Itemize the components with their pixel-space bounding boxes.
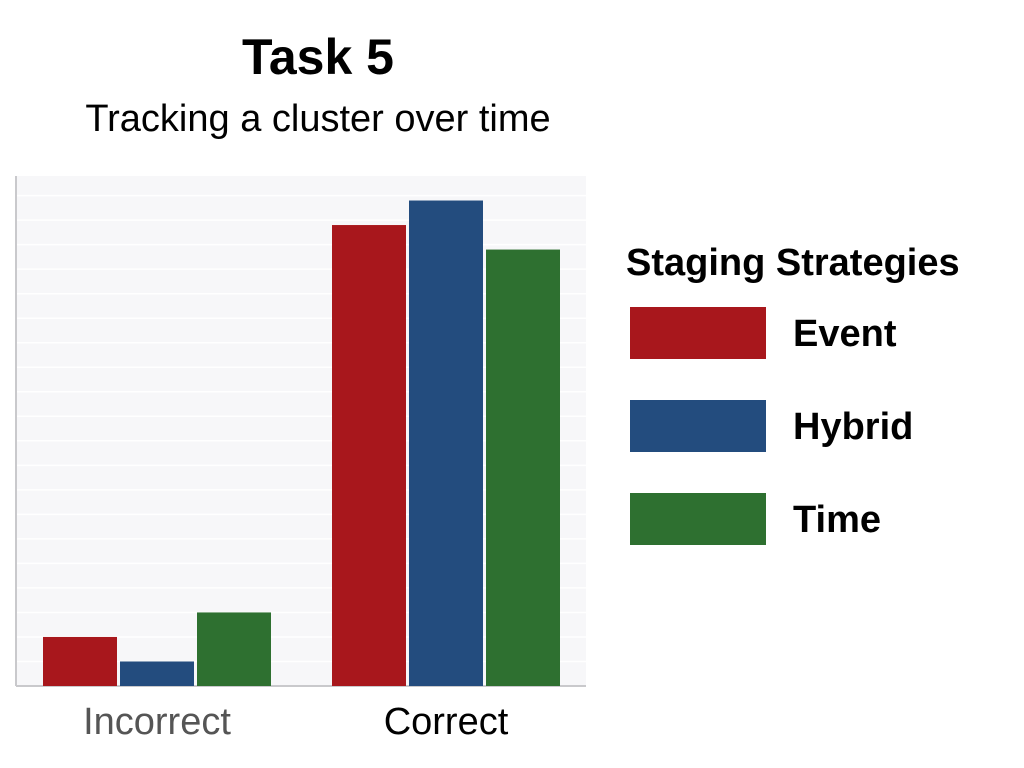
x-tick-label-incorrect: Incorrect — [83, 701, 231, 743]
legend-swatch-event — [630, 307, 766, 359]
chart-title: Task 5 — [242, 29, 394, 85]
bar-time-incorrect — [197, 612, 271, 686]
bar-time-correct — [486, 249, 560, 687]
bar-event-incorrect — [43, 636, 117, 686]
x-tick-label-correct: Correct — [384, 701, 509, 743]
chart-subtitle: Tracking a cluster over time — [85, 98, 550, 140]
plot-area: Incorrect Correct — [15, 176, 586, 743]
legend-label-time: Time — [793, 499, 881, 541]
bar-hybrid-correct — [409, 200, 483, 686]
bar-hybrid-incorrect — [120, 661, 194, 686]
bar-event-correct — [332, 225, 406, 687]
legend-label-event: Event — [793, 313, 897, 355]
legend-swatch-time — [630, 493, 766, 545]
legend-swatch-hybrid — [630, 400, 766, 452]
legend-title: Staging Strategies — [626, 242, 960, 284]
legend-label-hybrid: Hybrid — [793, 406, 913, 448]
